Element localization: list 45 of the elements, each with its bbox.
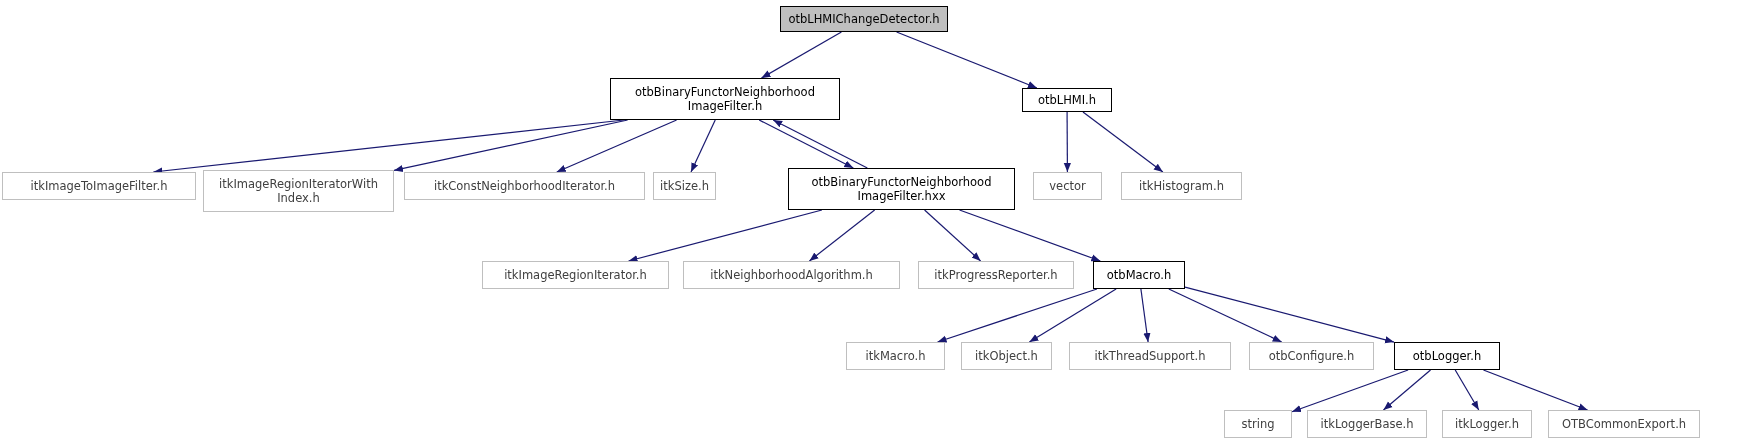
arrow — [772, 119, 868, 169]
arrow — [627, 209, 823, 263]
file-box: otbConfigure.h — [1249, 342, 1374, 370]
arrow — [924, 209, 982, 262]
file-box: otbLHMIChangeDetector.h — [780, 6, 948, 32]
file-box: otbBinaryFunctorNeighborhood ImageFilter.hxx — [788, 168, 1015, 210]
arrow — [1168, 288, 1283, 343]
arrow — [1184, 286, 1395, 344]
arrow — [1291, 369, 1409, 413]
arrow — [1454, 369, 1480, 411]
arrow — [958, 209, 1101, 262]
arrow — [937, 288, 1098, 343]
arrow — [896, 31, 1038, 89]
file-box: string — [1224, 410, 1292, 438]
file-box: otbMacro.h — [1093, 261, 1185, 289]
file-box: itkMacro.h — [846, 342, 945, 370]
file-box: itkImageRegionIterator.h — [482, 261, 669, 289]
file-box: itkLoggerBase.h — [1307, 410, 1427, 438]
file-box: otbBinaryFunctorNeighborhood ImageFilter.h — [610, 78, 840, 120]
file-box: itkLogger.h — [1442, 410, 1532, 438]
arrow — [1382, 369, 1432, 411]
arrow — [758, 119, 854, 169]
file-box: vector — [1033, 172, 1102, 200]
arrow — [1028, 288, 1117, 343]
arrow — [1140, 288, 1151, 343]
arrow — [1063, 111, 1071, 173]
arrow — [690, 119, 716, 173]
file-box: itkImageToImageFilter.h — [2, 172, 196, 200]
arrow — [808, 209, 876, 262]
arrow — [1082, 111, 1164, 173]
file-box: OTBCommonExport.h — [1548, 410, 1700, 438]
arrow — [1482, 369, 1589, 411]
file-box: itkHistogram.h — [1121, 172, 1242, 200]
file-box: itkObject.h — [961, 342, 1052, 370]
file-box: itkThreadSupport.h — [1069, 342, 1231, 370]
file-box: itkImageRegionIteratorWith Index.h — [203, 170, 394, 212]
file-box: otbLogger.h — [1394, 342, 1500, 370]
arrow — [556, 119, 678, 173]
file-box: itkConstNeighborhoodIterator.h — [404, 172, 645, 200]
arrow — [393, 119, 629, 172]
file-box: itkSize.h — [653, 172, 716, 200]
file-box: itkNeighborhoodAlgorithm.h — [683, 261, 900, 289]
arrow — [760, 31, 842, 79]
file-box: otbLHMI.h — [1022, 88, 1112, 112]
file-box: itkProgressReporter.h — [918, 261, 1074, 289]
